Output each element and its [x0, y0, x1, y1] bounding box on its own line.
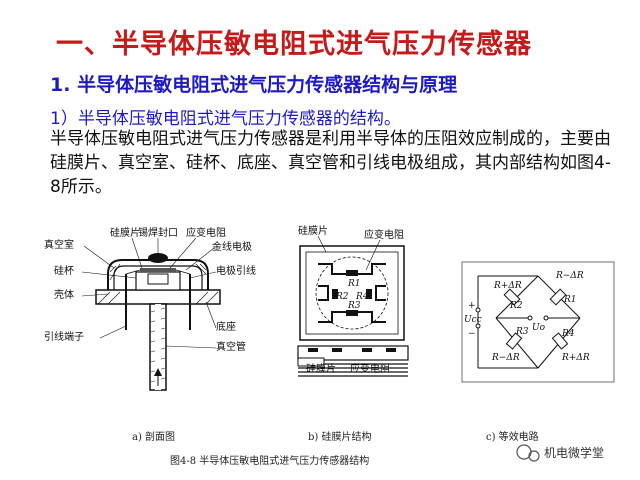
label-c-r3: R3 — [515, 327, 529, 337]
caption-c: c) 等效电路 — [486, 430, 539, 443]
label-vacuum-chamber: 真空室 — [44, 238, 74, 251]
watermark: 机电微学堂 — [516, 444, 604, 462]
label-ucc: Ucc — [464, 315, 482, 325]
body-paragraph: 半导体压敏电阻式进气压力传感器是利用半导体的压阻效应制成的，主要由硅膜片、真空室… — [50, 129, 611, 197]
label-housing: 壳体 — [54, 288, 74, 301]
label-r3: R3 — [347, 301, 361, 311]
label-r2: R2 — [335, 292, 349, 302]
label-plus: + — [468, 301, 476, 311]
label-terminal: 引线端子 — [44, 330, 84, 343]
label-minus: − — [468, 329, 476, 339]
watermark-text: 机电微学堂 — [544, 445, 604, 460]
label-c-r1: R1 — [563, 295, 577, 305]
caption-a: a) 剖面图 — [132, 430, 175, 443]
label-silicon-diaphragm-b2: 硅膜片 — [306, 362, 336, 375]
label-strain-resistor-b2: 应变电阻 — [350, 362, 390, 375]
equivalent-circuit-diagram: + − Ucc Uo R+ΔR R−ΔR R−ΔR R+ΔR R2 R1 R3 … — [461, 261, 615, 443]
section-number: 1. — [50, 74, 71, 96]
label-r4: R4 — [355, 292, 369, 302]
label-vacuum-tube: 真空管 — [216, 340, 246, 353]
label-strain-resistor-b: 应变电阻 — [364, 228, 404, 241]
label-bl: R−ΔR — [491, 353, 520, 363]
label-silicon-diaphragm-b: 硅膜片 — [298, 224, 328, 237]
diaphragm-structure-diagram: R1 R2 R3 R4 硅膜片 应变电阻 硅膜片 应变电阻 b) 硅膜片结构 — [297, 224, 409, 443]
figure-4-8: 硅膜片 锡焊封口 应变电阻 真空室 金线电极 硅杯 电极引线 壳体 底座 引线端… — [44, 224, 615, 467]
section-heading: 1. 半导体压敏电阻式进气压力传感器结构与原理 — [50, 70, 457, 97]
figure-caption: 图4-8 半导体压敏电阻式进气压力传感器结构 — [170, 454, 369, 467]
cross-section-diagram: 硅膜片 锡焊封口 应变电阻 真空室 金线电极 硅杯 电极引线 壳体 底座 引线端… — [44, 226, 256, 443]
label-tl: R+ΔR — [493, 281, 522, 291]
label-gold-electrode: 金线电极 — [212, 240, 252, 253]
label-silicon-diaphragm-a: 硅膜片 — [110, 226, 140, 239]
label-solder-seal: 锡焊封口 — [138, 226, 178, 239]
label-tr: R−ΔR — [555, 271, 584, 281]
section-heading-text: 半导体压敏电阻式进气压力传感器结构与原理 — [77, 74, 458, 96]
caption-b: b) 硅膜片结构 — [308, 430, 371, 443]
subsection-heading: 1）半导体压敏电阻式进气压力传感器的结构。 — [50, 109, 401, 129]
label-c-r4: R4 — [561, 329, 575, 339]
label-lead-electrode: 电极引线 — [216, 264, 256, 277]
label-uo: Uo — [532, 323, 546, 333]
label-silicon-cup: 硅杯 — [54, 264, 74, 277]
label-r1: R1 — [347, 279, 361, 289]
label-base: 底座 — [216, 320, 236, 333]
label-c-r2: R2 — [509, 301, 523, 311]
label-strain-resistor-a: 应变电阻 — [186, 226, 226, 239]
label-br: R+ΔR — [561, 353, 590, 363]
slide-title: 一、半导体压敏电阻式进气压力传感器 — [56, 29, 532, 60]
